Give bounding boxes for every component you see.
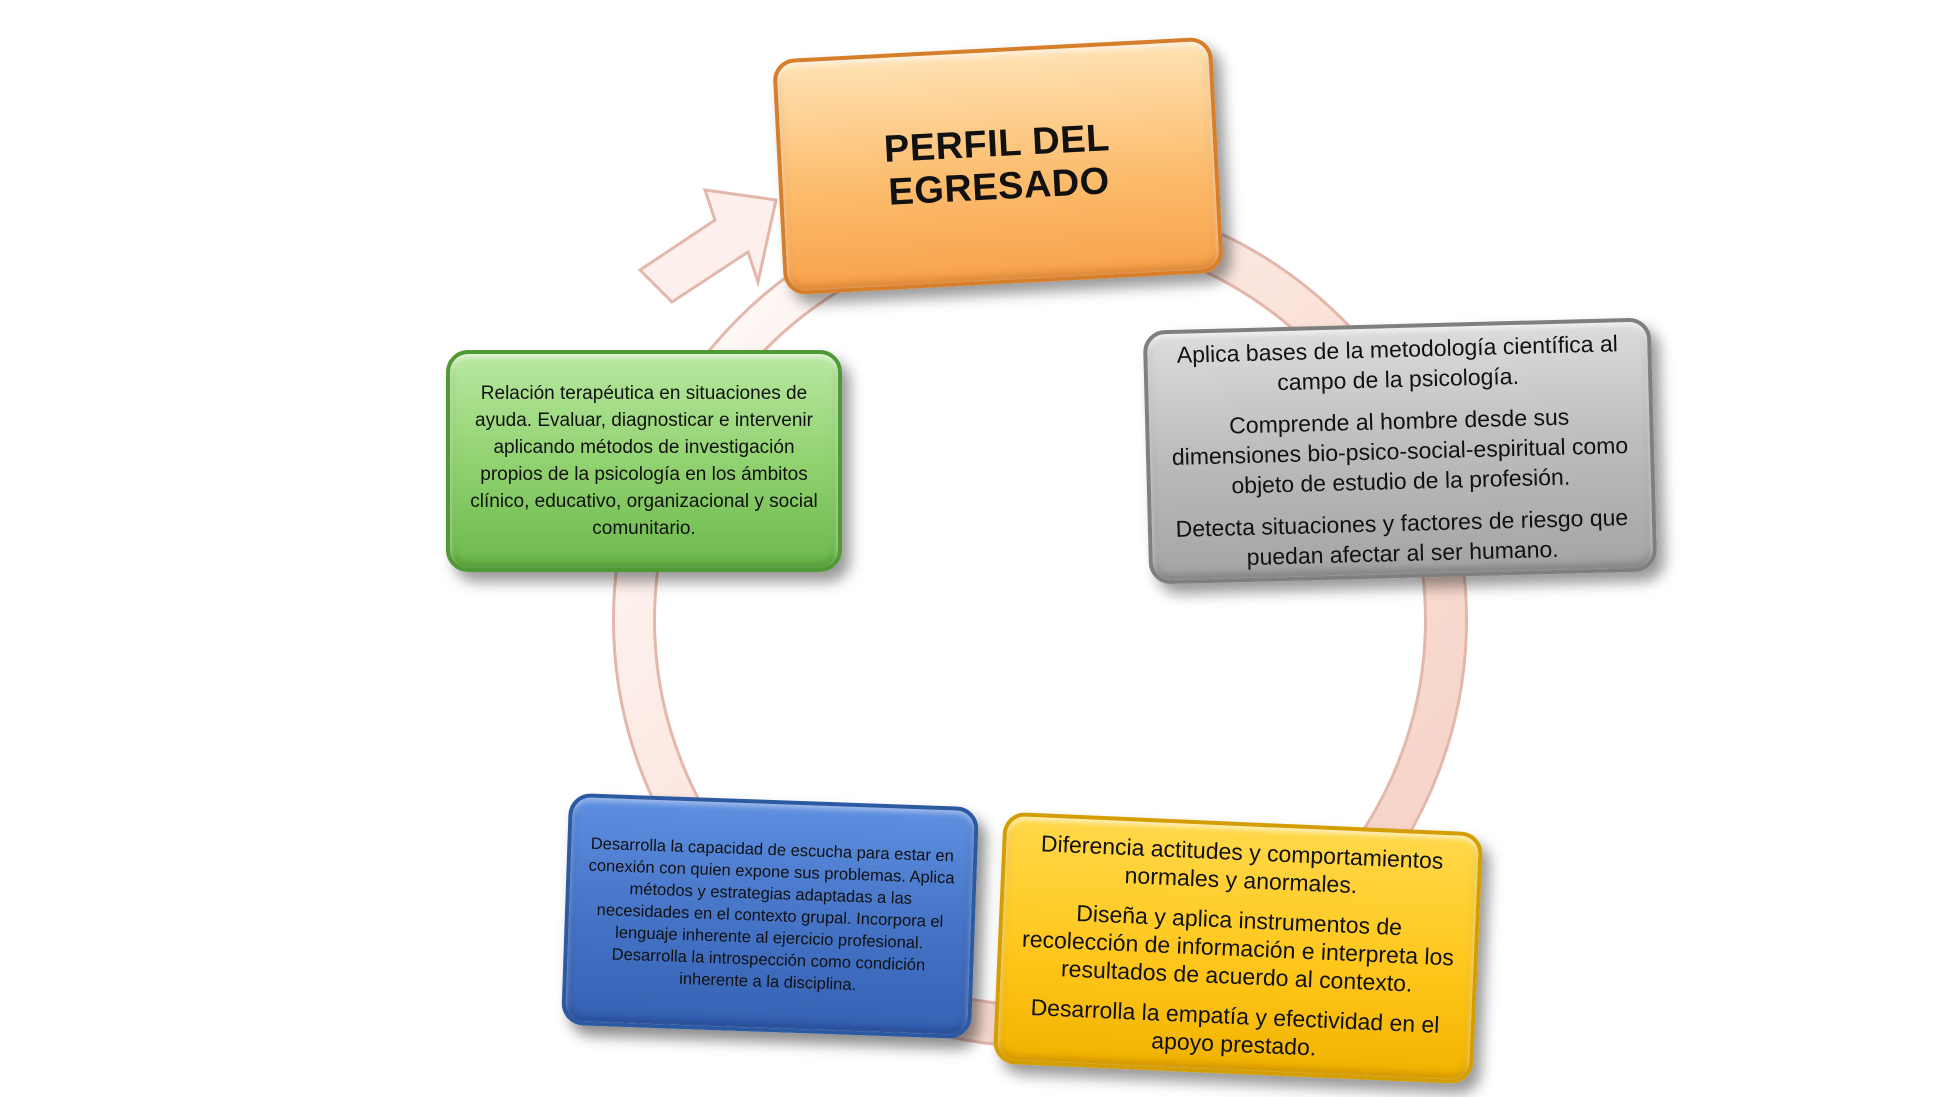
behavior-assessment-box: Diferencia actitudes y comportamientos n… (992, 811, 1484, 1085)
methodology-text-3: Detecta situaciones y factores de riesgo… (1175, 504, 1629, 571)
behavior-assessment-text-3: Desarrolla la empatía y efectividad en e… (1030, 994, 1440, 1061)
therapeutic-relation-text: Relación terapéutica en situaciones de a… (470, 383, 818, 539)
listening-skills-text: Desarrolla la capacidad de escucha para … (588, 834, 955, 995)
listening-skills-box: Desarrolla la capacidad de escucha para … (561, 792, 979, 1040)
therapeutic-relation-box: Relación terapéutica en situaciones de a… (446, 350, 842, 572)
methodology-text-2: Comprende al hombre desde sus dimensione… (1171, 403, 1629, 499)
cycle-arrow-head (637, 188, 778, 304)
methodology-text-1: Aplica bases de la metodología científic… (1176, 330, 1619, 396)
behavior-assessment-text-1: Diferencia actitudes y comportamientos n… (1040, 830, 1444, 899)
profile-title: PERFIL DEL EGRESADO (882, 117, 1111, 214)
methodology-box: Aplica bases de la metodología científic… (1142, 317, 1658, 585)
behavior-assessment-text-2: Diseña y aplica instrumentos de recolecc… (1021, 899, 1455, 997)
profile-title-box: PERFIL DEL EGRESADO (772, 36, 1224, 296)
